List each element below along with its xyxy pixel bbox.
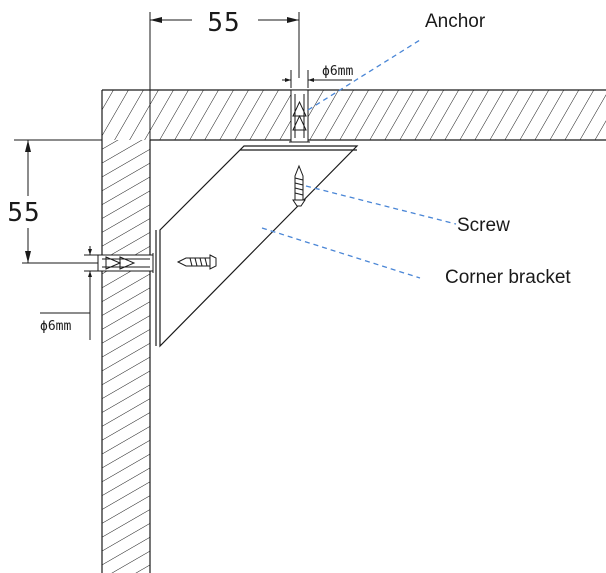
screw-leader — [305, 185, 457, 225]
anchor-label: Anchor — [425, 11, 486, 32]
top-diameter-markers — [282, 70, 352, 88]
side-diameter-markers — [40, 246, 98, 340]
ceiling-anchor — [289, 89, 310, 143]
leader-lines — [261, 39, 457, 279]
side-hole-diameter: ϕ6mm — [40, 319, 71, 334]
vertical-dimension — [14, 139, 102, 264]
screw-label: Screw — [457, 215, 510, 236]
corner-bracket — [155, 145, 359, 348]
vertical-dimension-value: 55 — [7, 198, 40, 228]
anchor-leader — [307, 39, 421, 111]
corner-bracket-label: Corner bracket — [445, 267, 571, 288]
bracket-leader — [261, 227, 421, 279]
wall — [101, 140, 151, 573]
ceiling-slab — [101, 89, 606, 141]
wall-screw — [176, 254, 217, 270]
wall-anchor — [97, 253, 154, 273]
ceiling-screw — [292, 164, 306, 207]
top-hole-diameter: ϕ6mm — [322, 64, 353, 79]
horizontal-dimension-value: 55 — [207, 8, 240, 38]
horizontal-dimension — [149, 12, 300, 140]
